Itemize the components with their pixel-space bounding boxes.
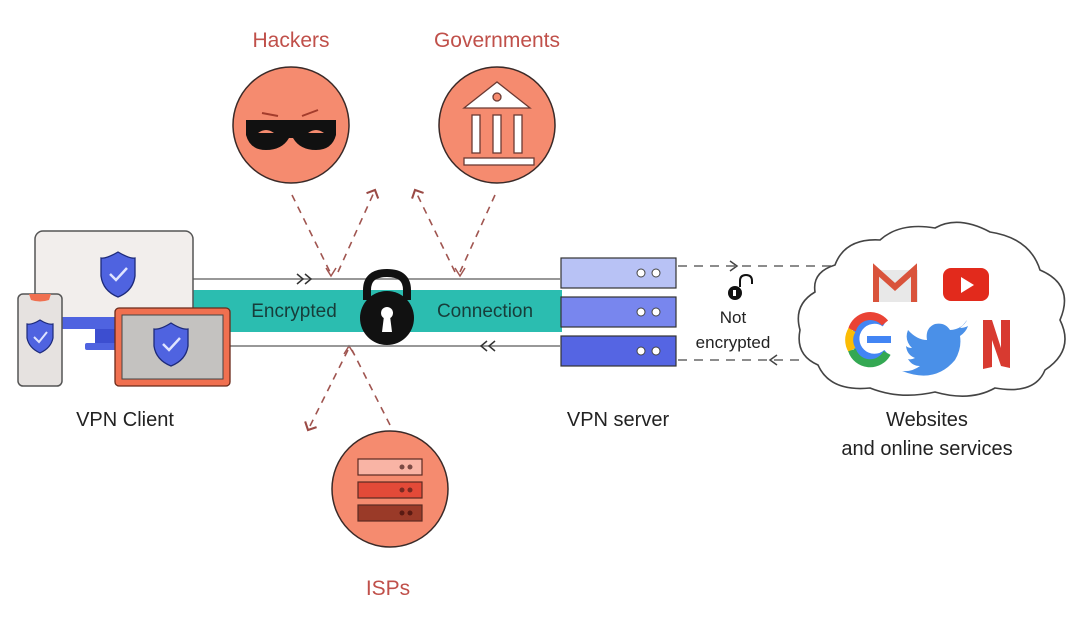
padlock-icon: [360, 268, 414, 345]
not-label: Not: [720, 308, 747, 327]
server-unit: [560, 296, 677, 328]
government-up-arrow: [411, 188, 456, 273]
google-logo-icon: [845, 312, 891, 368]
youtube-logo-icon: [943, 268, 989, 301]
tunnel-left-label: Encrypted: [251, 301, 337, 322]
shield-check-icon: [26, 319, 54, 354]
forward-chevrons-icon: [296, 273, 313, 285]
hackers-threat: Hackers: [232, 29, 350, 184]
online-services-cloud: Websites and online services: [797, 221, 1066, 460]
back-chevrons-icon: [479, 340, 496, 352]
governments-threat: Governments: [434, 29, 560, 184]
gmail-logo-icon: [873, 263, 918, 302]
hackers-label: Hackers: [252, 29, 329, 52]
server-unit: [560, 257, 677, 289]
governments-label: Governments: [434, 29, 560, 52]
unencrypted-link: Not encrypted: [678, 260, 835, 366]
netflix-logo-icon: [983, 320, 1010, 369]
threat-arrows: [291, 188, 496, 432]
vpn-client-label: VPN Client: [76, 409, 174, 431]
isps-threat: ISPs: [331, 430, 449, 600]
shield-check-icon: [100, 251, 136, 298]
tunnel: Encrypted Connection: [192, 268, 562, 352]
government-down-arrow: [459, 194, 496, 273]
hacker-down-arrow: [291, 194, 331, 273]
services-label-line2: and online services: [841, 438, 1012, 460]
isp-up-arrow: [351, 349, 391, 426]
hacker-up-arrow: [337, 188, 380, 273]
server-unit: [560, 335, 677, 367]
encrypted-label: encrypted: [696, 333, 771, 352]
government-building-icon: [462, 81, 535, 166]
server-stack-icon: [357, 458, 423, 522]
vpn-client: VPN Client: [17, 230, 231, 431]
unlocked-padlock-icon: [728, 273, 753, 300]
tunnel-right-label: Connection: [437, 301, 533, 322]
vpn-server: VPN server: [560, 257, 677, 431]
mask-icon: [246, 109, 336, 150]
isp-down-arrow: [304, 349, 349, 432]
twitter-logo-icon: [902, 320, 968, 376]
shield-check-icon: [153, 322, 189, 367]
isps-label: ISPs: [366, 577, 410, 600]
vpn-server-label: VPN server: [567, 409, 670, 431]
services-label-line1: Websites: [886, 409, 968, 431]
